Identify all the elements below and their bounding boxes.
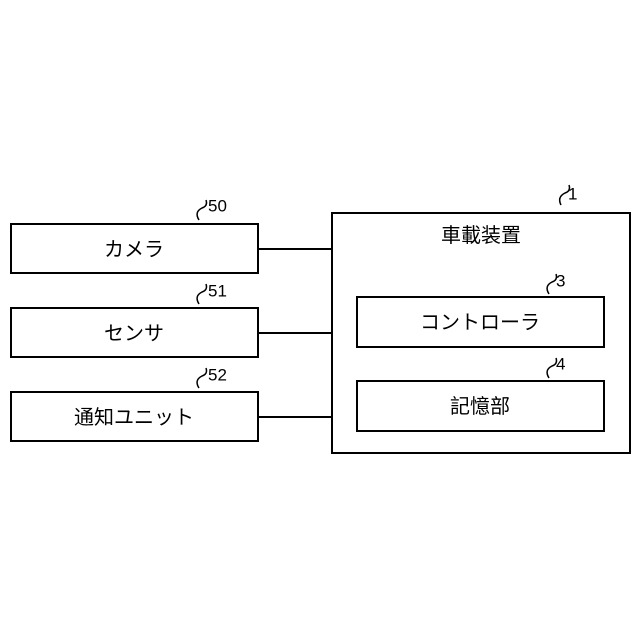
device-label: 車載装置 [441,223,521,247]
sensor-label: センサ [104,321,164,345]
storage-ref: 4 [556,355,565,374]
camera-leader [197,200,206,220]
camera-label: カメラ [104,237,164,261]
notify-label: 通知ユニット [74,405,194,429]
device-ref: 1 [568,185,577,204]
notify-block: 通知ユニット 52 [11,366,258,442]
camera-ref: 50 [208,197,227,216]
sensor-leader [197,284,206,304]
controller-ref: 3 [556,272,565,291]
sensor-ref: 51 [208,282,227,301]
notify-leader [197,368,206,388]
controller-label: コントローラ [420,310,540,334]
notify-ref: 52 [208,366,227,385]
camera-block: カメラ 50 [11,197,258,274]
storage-label: 記憶部 [450,394,510,418]
sensor-block: センサ 51 [11,282,258,358]
